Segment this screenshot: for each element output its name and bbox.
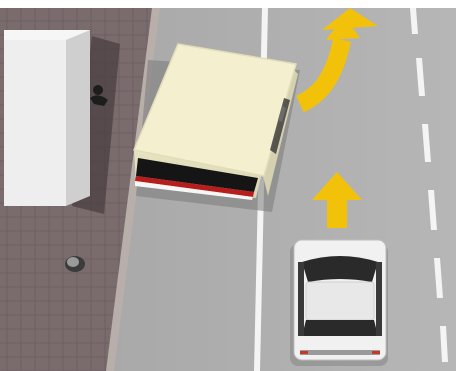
- car-front-glass: [302, 256, 378, 282]
- car: [290, 240, 388, 366]
- car-rear-glass: [302, 320, 378, 336]
- manhole-cover: [65, 256, 85, 272]
- building: [4, 30, 90, 206]
- bus: [134, 44, 300, 212]
